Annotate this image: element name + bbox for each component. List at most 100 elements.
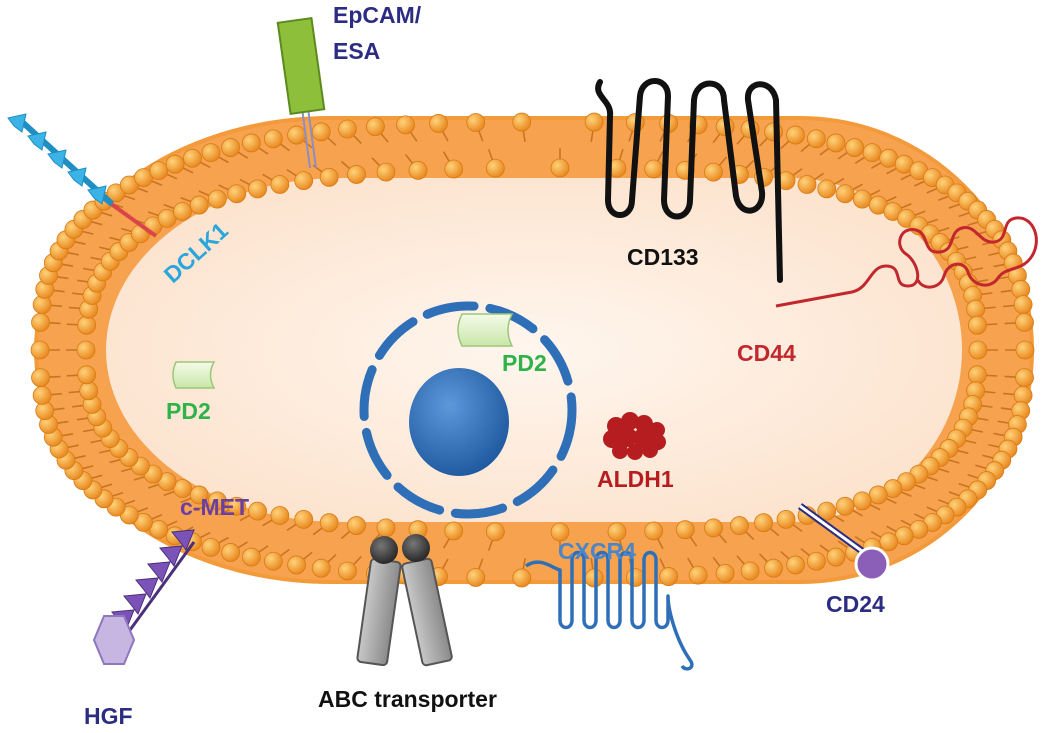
lipid-head [466, 113, 486, 132]
lipid-head [852, 189, 872, 209]
lipid-head [189, 485, 209, 505]
lipid-head [607, 522, 627, 542]
lipid-head [365, 117, 385, 137]
phospholipid-bilayer [30, 112, 1035, 588]
lipid-head [852, 491, 872, 511]
cxcr4-label: CXCR4 [558, 538, 636, 564]
lipid-head [165, 154, 185, 174]
aldh1-label: ALDH1 [597, 466, 674, 492]
lipid-head [868, 485, 888, 505]
lipid-head [835, 184, 855, 204]
lipid-head [221, 543, 240, 562]
lipid-head [968, 340, 988, 360]
lipid-head [241, 133, 261, 153]
lipid-head [659, 567, 679, 586]
lipid-head [862, 143, 882, 163]
lipid-head [32, 385, 52, 405]
lipid-head [241, 547, 261, 567]
lipid-head [227, 496, 247, 516]
lipid-head [797, 175, 817, 194]
lipid-head [319, 167, 339, 187]
lipid-head [968, 315, 987, 335]
lipid-head [826, 547, 846, 567]
lipid-head [730, 516, 749, 535]
lipid-head [466, 568, 486, 587]
pd2-protein-left [172, 361, 216, 389]
lipid-head [376, 162, 396, 182]
hgf-ligand [92, 615, 136, 665]
cd24-receptor [797, 503, 890, 582]
lipid-head [879, 532, 899, 552]
lipid-head [444, 159, 464, 179]
lipid-head [740, 561, 760, 581]
cd133-label: CD133 [627, 244, 699, 270]
epcam-label: EpCAM/ [333, 2, 422, 28]
cd133-protein [595, 78, 783, 283]
lipid-head [294, 171, 314, 191]
lipid-head [189, 195, 209, 215]
lipid-head [1015, 313, 1034, 332]
lipid-head [270, 175, 290, 194]
dclk1-receptor [7, 113, 158, 238]
lipid-head [550, 522, 570, 542]
lipid-head [76, 340, 96, 360]
lipid-head [715, 563, 735, 583]
lipid-head [30, 340, 50, 360]
lipid-head [248, 501, 267, 521]
lipid-head [207, 491, 227, 511]
lipid-head [263, 551, 283, 571]
lipid-head [754, 513, 773, 533]
cmet-label: c-MET [180, 494, 249, 520]
lipid-head [845, 138, 864, 157]
lipid-head [227, 184, 247, 204]
lipid-head [248, 179, 267, 199]
lipid-head [201, 143, 221, 163]
epcam-receptor [276, 16, 326, 169]
lipid-head [826, 133, 846, 153]
lipid-head [817, 501, 837, 521]
lipid-head [786, 555, 805, 575]
lipid-head [77, 315, 97, 335]
lipid-head [968, 365, 987, 385]
lipid-head [817, 179, 837, 199]
lipid-head [429, 114, 448, 133]
lipid-head [584, 568, 604, 588]
lipid-head [207, 189, 227, 209]
lipid-head [287, 555, 306, 575]
nuclear-envelope [359, 301, 577, 519]
abc-transporter [356, 534, 453, 667]
lipid-head [1015, 340, 1035, 360]
cmet-receptor [111, 529, 196, 632]
lipid-head [270, 506, 290, 525]
lipid-head [201, 537, 221, 557]
lipid-head [704, 162, 723, 182]
lipid-head [704, 518, 723, 538]
lipid-head [1013, 295, 1033, 315]
pd2-label-center: PD2 [502, 350, 547, 376]
lipid-head [376, 518, 396, 538]
lipid-head [173, 479, 192, 498]
lipid-head [444, 521, 464, 541]
lipid-head [347, 516, 366, 535]
cd44-label: CD44 [737, 340, 796, 366]
pd2-protein-center [457, 313, 514, 347]
lipid-head [287, 125, 306, 145]
lipid-head [319, 513, 339, 533]
lipid-head [338, 119, 357, 139]
lipid-head [625, 568, 645, 587]
lipid-head [764, 558, 783, 578]
cytoplasm [106, 178, 962, 522]
lipid-head [263, 129, 283, 149]
lipid-head [157, 208, 177, 228]
cd24-label: CD24 [826, 591, 885, 617]
esa-label: ESA [333, 38, 381, 64]
lipid-head [77, 365, 97, 385]
lipid-head [149, 161, 169, 181]
cxcr4-receptor [524, 550, 694, 671]
lipid-head [347, 165, 366, 184]
abc-transporter-label: ABC transporter [318, 686, 497, 712]
lipid-head [221, 138, 240, 157]
lipid-head [550, 158, 570, 178]
lipid-head [485, 158, 505, 178]
